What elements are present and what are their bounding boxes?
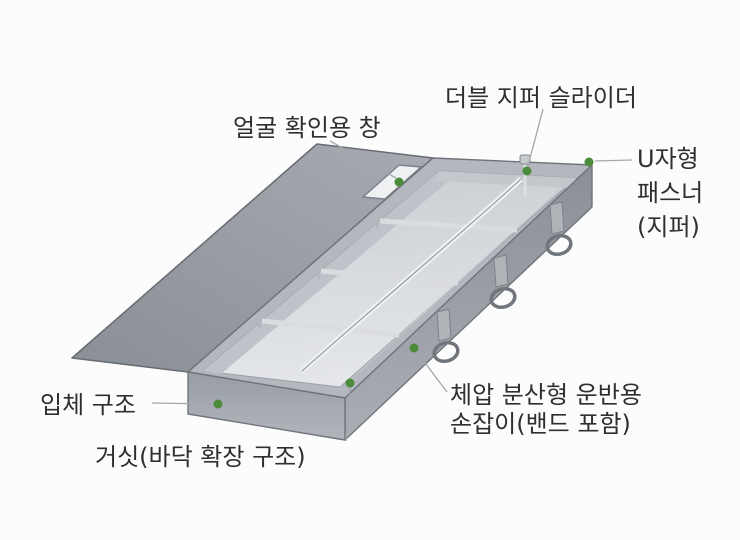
handle-ring-3: [545, 233, 573, 257]
cross-strap-3: [261, 318, 400, 338]
handle-ring-2: [489, 286, 517, 310]
handle-strap-3: [549, 201, 565, 235]
dot-face-window: [394, 177, 404, 187]
dot-structure: [213, 399, 223, 409]
leader-line-gusset: [345, 387, 351, 442]
leader-line-fastener: [594, 159, 633, 162]
dot-handle: [409, 343, 419, 353]
dot-gusset: [345, 378, 355, 388]
dot-u-fastener: [584, 157, 594, 167]
carry-handle-1: [432, 308, 460, 364]
dot-zipper-slider: [522, 166, 532, 176]
label-gusset: 거싯(바닥 확장 구조): [95, 443, 306, 471]
carry-handle-3: [545, 201, 573, 257]
label-face-window: 얼굴 확인용 창: [233, 114, 381, 142]
inner-far-wall: [434, 171, 576, 188]
leader-line-slider: [527, 108, 544, 167]
cross-strap-2: [320, 268, 459, 286]
handle-strap-2: [493, 254, 509, 288]
carry-handle-2: [489, 254, 517, 310]
label-handle: 체압 분산형 운반용 손잡이(밴드 포함): [450, 381, 642, 439]
label-u-fastener: U자형 패스너 (지퍼): [637, 145, 704, 242]
handle-strap-1: [436, 308, 452, 342]
handle-ring-1: [432, 340, 460, 364]
label-zipper-slider: 더블 지퍼 슬라이더: [445, 84, 637, 112]
front-outer-wall: [187, 371, 346, 441]
zipper-seam: [301, 178, 522, 372]
cross-strap-1: [379, 218, 518, 233]
leader-line-handle: [415, 350, 448, 393]
label-structure: 입체 구조: [40, 391, 136, 419]
leader-line-window: [329, 140, 397, 179]
leader-line-structure: [151, 402, 213, 405]
